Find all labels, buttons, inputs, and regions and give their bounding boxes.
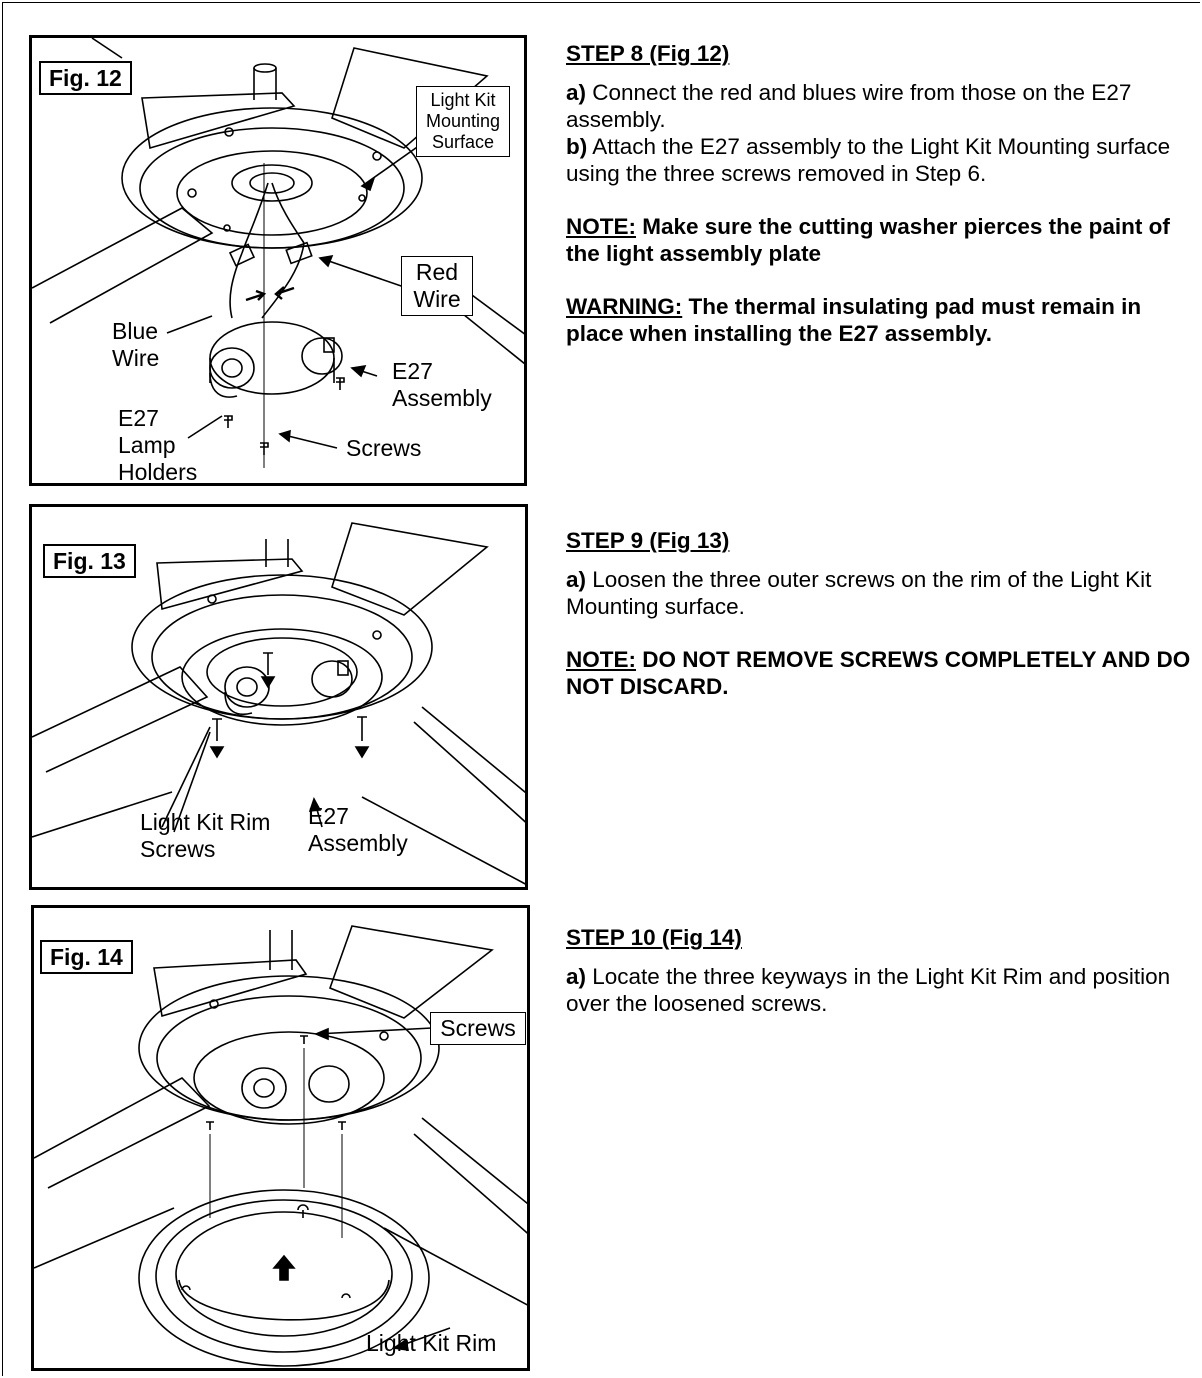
figure-14-illustration: [34, 925, 527, 1367]
step-9-note: NOTE: DO NOT REMOVE SCREWS COMPLETELY AN…: [566, 646, 1196, 700]
step-9-a-label: a): [566, 567, 587, 592]
lamp-holders-label: E27 Lamp Holders: [118, 405, 198, 485]
figure-13-panel: Fig. 13 Light Kit Rim Screws E27 Assembl…: [29, 504, 528, 890]
step-8-note-label: NOTE:: [566, 214, 636, 239]
red-wire-label: Red Wire: [401, 256, 473, 316]
step-8-a-text: Connect the red and blues wire from thos…: [566, 80, 1132, 132]
step-9-note-text: DO NOT REMOVE SCREWS COMPLETELY AND DO N…: [566, 647, 1191, 699]
step-8-a-label: a): [566, 80, 587, 105]
step-9-section: STEP 9 (Fig 13) a) Loosen the three oute…: [566, 527, 1196, 700]
step-9-instruction-a: a) Loosen the three outer screws on the …: [566, 566, 1196, 620]
figure-13-illustration: [32, 522, 525, 885]
step-8-section: STEP 8 (Fig 12) a) Connect the red and b…: [566, 40, 1196, 347]
mounting-surface-label: Light Kit Mounting Surface: [416, 86, 510, 157]
step-10-title: STEP 10 (Fig 14): [566, 925, 742, 950]
figure-13-tag: Fig. 13: [43, 544, 136, 578]
screws-label: Screws: [346, 435, 422, 461]
step-8-warning: WARNING: The thermal insulating pad must…: [566, 293, 1196, 347]
step-10-a-text: Locate the three keyways in the Light Ki…: [566, 964, 1171, 1016]
step-8-title: STEP 8 (Fig 12): [566, 41, 730, 66]
e27-assembly-label: E27 Assembly: [392, 358, 492, 411]
step-9-title: STEP 9 (Fig 13): [566, 528, 730, 553]
step-8-warning-text: The thermal insulating pad must remain i…: [566, 294, 1142, 346]
rim-screws-label: Light Kit Rim Screws: [140, 809, 271, 862]
step-8-note-text: Make sure the cutting washer pierces the…: [566, 214, 1170, 266]
step-8-instruction-b: b) Attach the E27 assembly to the Light …: [566, 133, 1196, 187]
step-10-a-label: a): [566, 964, 587, 989]
e27-assembly-label: E27 Assembly: [308, 803, 408, 856]
screws-label: Screws: [430, 1012, 526, 1045]
figure-12-illustration: [32, 38, 524, 468]
step-8-note: NOTE: Make sure the cutting washer pierc…: [566, 213, 1196, 267]
step-8-instruction-a: a) Connect the red and blues wire from t…: [566, 79, 1196, 133]
step-8-warning-label: WARNING:: [566, 294, 683, 319]
step-10-section: STEP 10 (Fig 14) a) Locate the three key…: [566, 924, 1196, 1017]
step-8-b-text: Attach the E27 assembly to the Light Kit…: [566, 134, 1171, 186]
figure-14-tag: Fig. 14: [40, 940, 133, 974]
step-9-note-label: NOTE:: [566, 647, 636, 672]
figure-12-panel: Fig. 12 Light Kit Mounting Surface Red W…: [29, 35, 527, 486]
step-9-a-text: Loosen the three outer screws on the rim…: [566, 567, 1152, 619]
blue-wire-label: Blue Wire: [112, 318, 160, 371]
figure-12-tag: Fig. 12: [39, 61, 132, 95]
figure-14-panel: Fig. 14 Screws Light Kit Rim: [31, 905, 530, 1371]
light-kit-rim-label: Light Kit Rim: [366, 1330, 497, 1356]
step-8-b-label: b): [566, 134, 588, 159]
step-10-instruction-a: a) Locate the three keyways in the Light…: [566, 963, 1196, 1017]
